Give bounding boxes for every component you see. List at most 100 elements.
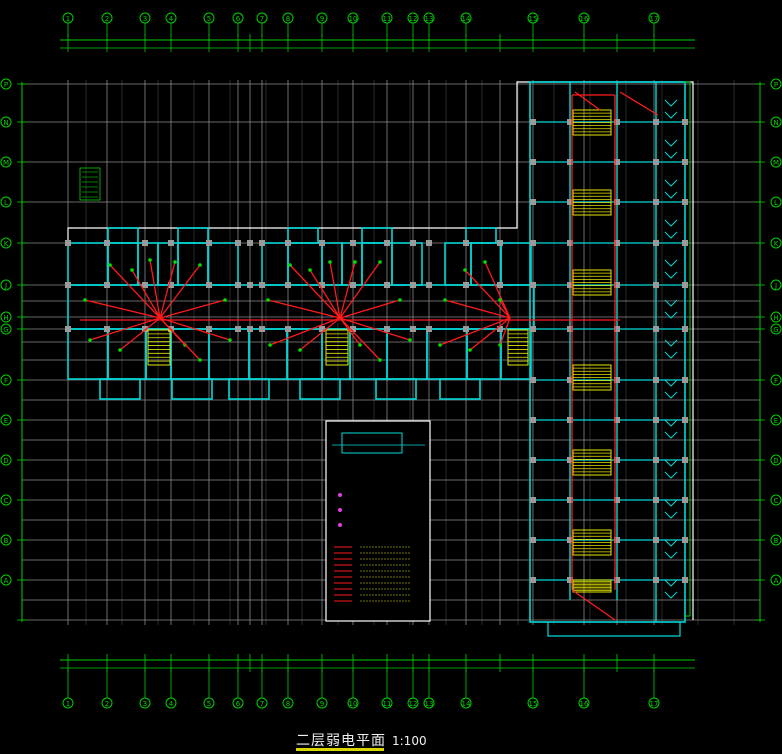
lower-room: [500, 328, 532, 380]
bottom-bay: [547, 622, 681, 637]
annex: [465, 227, 497, 244]
outlet-point: [223, 298, 227, 302]
column: [653, 497, 659, 503]
axis-bubble-label: D: [3, 457, 8, 465]
branch-cable: [159, 261, 176, 319]
branch-cable: [84, 299, 161, 319]
staircase: [507, 329, 529, 366]
column: [682, 497, 688, 503]
axis-bubble-label: K: [774, 240, 779, 248]
column: [614, 282, 620, 288]
axis-bubble: [0, 414, 12, 426]
branch-cable: [267, 299, 341, 319]
column: [530, 577, 536, 583]
column: [614, 537, 620, 543]
staircase: [572, 109, 612, 136]
column: [530, 240, 536, 246]
stair-outline: [507, 329, 529, 366]
column: [104, 282, 110, 288]
outlet-point: [88, 338, 92, 342]
balcony: [299, 378, 341, 400]
column: [497, 282, 503, 288]
axis-bubble-label: H: [773, 314, 778, 322]
column: [653, 119, 659, 125]
column: [530, 497, 536, 503]
axis-bubble-label: 8: [286, 700, 290, 708]
upper-room: [137, 242, 159, 286]
column: [384, 282, 390, 288]
column: [319, 282, 325, 288]
axis-bubble-label: J: [4, 282, 7, 290]
column: [530, 537, 536, 543]
axis-bubble-label: 1: [66, 700, 70, 708]
column: [463, 326, 469, 332]
branch-cable: [159, 317, 201, 361]
column: [426, 282, 432, 288]
staircases: [147, 109, 612, 593]
green-edge: [684, 81, 691, 617]
axis-bubble-label: D: [773, 457, 778, 465]
column: [682, 326, 688, 332]
note-box: [79, 167, 101, 201]
column: [567, 119, 573, 125]
column: [614, 119, 620, 125]
axis-bubble-label: 5: [207, 700, 211, 708]
branch-cable: [339, 261, 381, 319]
branch-cable: [339, 299, 401, 319]
column: [104, 326, 110, 332]
axis-bubble-label: B: [4, 537, 9, 545]
axis-bubble: [0, 156, 12, 168]
axis-bubble-label: 10: [349, 15, 358, 23]
branch-cable: [464, 269, 511, 319]
column: [142, 240, 148, 246]
outlet-point: [408, 338, 412, 342]
legend-symbol: [338, 493, 342, 497]
site-boundary: [67, 81, 694, 620]
outlet-point: [268, 343, 272, 347]
column: [653, 159, 659, 165]
window-symbol: [664, 99, 678, 119]
axis-bubble-label: N: [773, 119, 778, 127]
column: [206, 282, 212, 288]
branch-cable: [89, 317, 161, 341]
outlet-point: [358, 343, 362, 347]
outlet-point: [378, 260, 382, 264]
column: [682, 457, 688, 463]
column: [530, 199, 536, 205]
column: [259, 282, 265, 288]
window-symbol: [664, 499, 678, 519]
lower-room: [248, 328, 288, 380]
column: [614, 240, 620, 246]
branch-cable: [159, 299, 226, 319]
branch-cable: [339, 261, 356, 319]
column: [463, 282, 469, 288]
axis-bubble: [0, 494, 12, 506]
axis-bubble-label: 2: [105, 700, 109, 708]
column: [285, 240, 291, 246]
column: [567, 457, 573, 463]
column: [614, 326, 620, 332]
staircase: [572, 364, 612, 391]
column: [530, 417, 536, 423]
column: [530, 326, 536, 332]
column: [497, 240, 503, 246]
branch-cable: [484, 261, 511, 319]
column: [206, 240, 212, 246]
axis-bubble-label: G: [3, 326, 8, 334]
outlet-point: [328, 260, 332, 264]
axis-bubble: [770, 374, 782, 386]
axis-bubble-label: 3: [143, 700, 147, 708]
window-symbol: [664, 459, 678, 479]
upper-room: [207, 242, 239, 286]
column: [567, 159, 573, 165]
axis-bubble-label: 4: [169, 700, 174, 708]
lower-room: [107, 328, 147, 380]
axis-bubble-label: 10: [349, 700, 358, 708]
axis-bubble: [770, 574, 782, 586]
axis-bubble-label: 2: [105, 15, 109, 23]
axis-bubble-label: C: [4, 497, 9, 505]
window-symbol: [664, 579, 678, 599]
branch-cable: [289, 264, 341, 319]
column: [653, 577, 659, 583]
